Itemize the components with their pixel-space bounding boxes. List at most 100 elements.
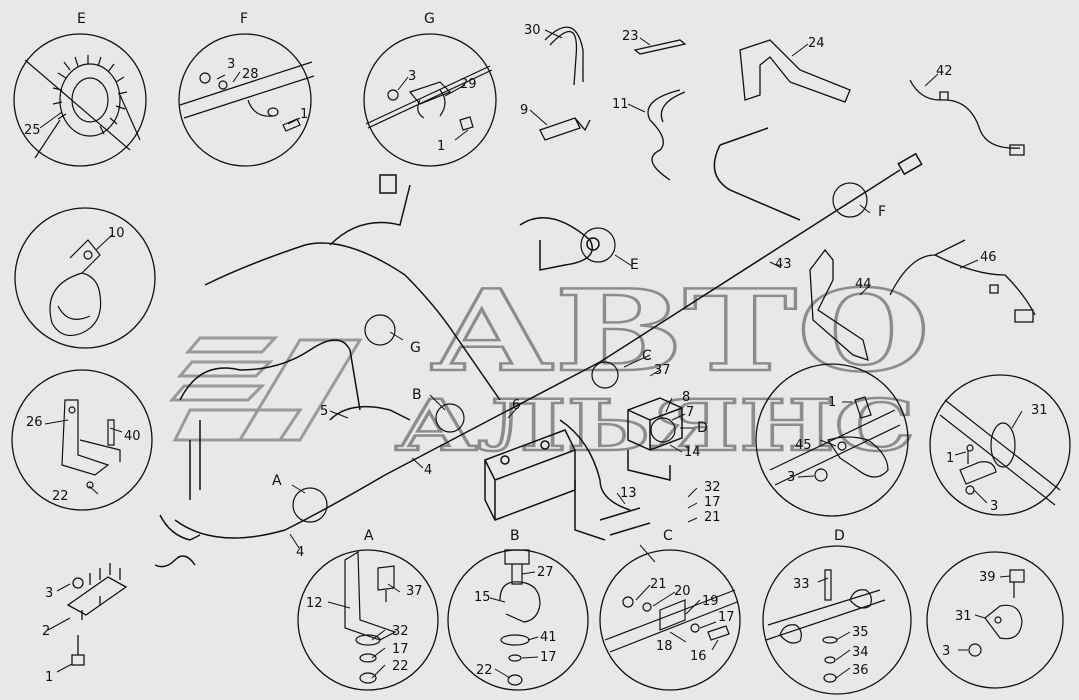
detail-f-circle bbox=[178, 33, 312, 167]
main-callout-5-0: 5 bbox=[320, 404, 328, 419]
label-layer: E25F3281G329110264022A1237321722B2715411… bbox=[24, 11, 1048, 685]
callout-circle-d bbox=[650, 417, 676, 443]
detail-b-circle bbox=[447, 549, 589, 691]
watermark-line1: АВТО bbox=[430, 266, 930, 397]
main-callout-6-3: 6 bbox=[512, 398, 520, 413]
bolt-assembly-c-icon bbox=[604, 589, 738, 653]
bolt-clamp-b-icon bbox=[499, 549, 541, 686]
detail-26-label-40: 40 bbox=[124, 429, 141, 444]
detail-10-circle bbox=[14, 207, 156, 349]
connector-43-icon bbox=[897, 152, 923, 176]
nut-3-icon bbox=[72, 577, 84, 589]
detail-10-label-10: 10 bbox=[108, 226, 125, 241]
detail-d-label-35: 35 bbox=[852, 625, 869, 640]
main-callout-7-10: 7 bbox=[686, 405, 694, 420]
detail-g-label-29: 29 bbox=[460, 77, 477, 92]
detail-b-letter: B bbox=[510, 528, 520, 544]
callout-circle-b bbox=[435, 403, 465, 433]
main-callout-G-6: G bbox=[410, 340, 421, 356]
detail-g-label-1: 1 bbox=[437, 139, 445, 154]
part-label-3: 3 bbox=[45, 586, 53, 601]
part-label-42: 42 bbox=[936, 64, 953, 79]
harness-42-icon bbox=[909, 79, 1025, 156]
detail-c-letter: C bbox=[663, 528, 673, 544]
callout-circle-a bbox=[292, 487, 328, 523]
detail-f-label-1: 1 bbox=[300, 107, 308, 122]
detail-d-label-33: 33 bbox=[793, 577, 810, 592]
main-callout-21-16: 21 bbox=[704, 510, 721, 525]
bolt-1-icon bbox=[71, 635, 85, 666]
detail-g-circle bbox=[363, 33, 497, 167]
main-callout-F-18: F bbox=[878, 204, 886, 220]
part-label-30: 30 bbox=[524, 23, 541, 38]
bolt-clip-f-icon bbox=[179, 61, 315, 132]
part-label-2: 2 bbox=[42, 624, 50, 639]
corrugated-sleeve-icon bbox=[24, 55, 141, 159]
bolt-assembly-d-icon bbox=[765, 569, 886, 683]
detail-39-label-39: 39 bbox=[979, 570, 996, 585]
main-callout-E-17: E bbox=[630, 257, 639, 273]
clamp-bolt-icon bbox=[968, 569, 1025, 657]
relay-box-icon bbox=[627, 397, 683, 481]
callout-circle-c bbox=[591, 361, 619, 389]
detail-f-letter: F bbox=[240, 11, 248, 27]
detail-d-label-36: 36 bbox=[852, 663, 869, 678]
detail-c-label-16: 16 bbox=[690, 649, 707, 664]
detail-a-label-17: 17 bbox=[392, 642, 409, 657]
main-callout-4-1: 4 bbox=[424, 463, 432, 478]
part-label-23: 23 bbox=[622, 29, 639, 44]
detail-31-label-31: 31 bbox=[1031, 403, 1048, 418]
callout-circle-g bbox=[364, 314, 396, 346]
main-callout-32-14: 32 bbox=[704, 480, 721, 495]
detail-g-label-3: 3 bbox=[408, 69, 416, 84]
watermark-line2: АЛЬЯНС bbox=[395, 384, 915, 467]
part-label-44: 44 bbox=[855, 277, 872, 292]
detail-a-letter: A bbox=[364, 528, 374, 544]
detail-31-circle bbox=[929, 374, 1071, 516]
main-callout-17-15: 17 bbox=[704, 495, 721, 510]
detail-d-label-34: 34 bbox=[852, 645, 869, 660]
detail-39-circle bbox=[926, 551, 1064, 689]
strip-23-icon bbox=[633, 39, 687, 55]
part-label-46: 46 bbox=[980, 250, 997, 265]
detail-d-letter: D bbox=[834, 528, 845, 544]
detail-c-label-21: 21 bbox=[650, 577, 667, 592]
part-label-24: 24 bbox=[808, 36, 825, 51]
cable-clamp-icon bbox=[939, 399, 1061, 506]
detail-f-label-28: 28 bbox=[242, 67, 259, 82]
main-callout-4-2: 4 bbox=[296, 545, 304, 560]
bracket-24-icon bbox=[739, 39, 851, 103]
detail-a-label-37: 37 bbox=[406, 584, 423, 599]
bracket-2-icon bbox=[66, 563, 128, 620]
clip-30-icon bbox=[544, 26, 584, 86]
detail-45-label-45: 45 bbox=[795, 438, 812, 453]
detail-b-label-41: 41 bbox=[540, 630, 557, 645]
detail-b-label-15: 15 bbox=[474, 590, 491, 605]
main-callout-C-7: C bbox=[642, 348, 652, 364]
detail-c-label-19: 19 bbox=[702, 594, 719, 609]
detail-e-label-25: 25 bbox=[24, 123, 41, 138]
spring-clip-11-icon bbox=[647, 89, 686, 181]
callout-circle-f bbox=[832, 182, 868, 218]
main-callout-14-12: 14 bbox=[684, 445, 701, 460]
mount-bracket-icon bbox=[61, 399, 121, 489]
detail-e-circle bbox=[13, 33, 147, 167]
detail-39-label-3: 3 bbox=[942, 644, 950, 659]
connector-top-icon bbox=[379, 174, 397, 194]
main-callout-A-5: A bbox=[272, 473, 282, 489]
harness-clamp-icon bbox=[769, 396, 901, 486]
detail-c-label-17: 17 bbox=[718, 610, 735, 625]
detail-d-circle bbox=[762, 545, 912, 695]
detail-26-circle bbox=[11, 369, 153, 511]
detail-26-label-26: 26 bbox=[26, 415, 43, 430]
detail-a-label-32: 32 bbox=[392, 624, 409, 639]
detail-39-label-31: 31 bbox=[955, 609, 972, 624]
main-harness bbox=[154, 127, 923, 568]
detail-a-circle bbox=[297, 549, 439, 691]
harness-46-icon bbox=[889, 239, 1036, 323]
detail-f-label-3: 3 bbox=[227, 57, 235, 72]
clamp-icon bbox=[49, 239, 102, 336]
watermark: АВТО АЛЬЯНС bbox=[168, 265, 931, 468]
bracket-9-icon bbox=[539, 117, 591, 141]
